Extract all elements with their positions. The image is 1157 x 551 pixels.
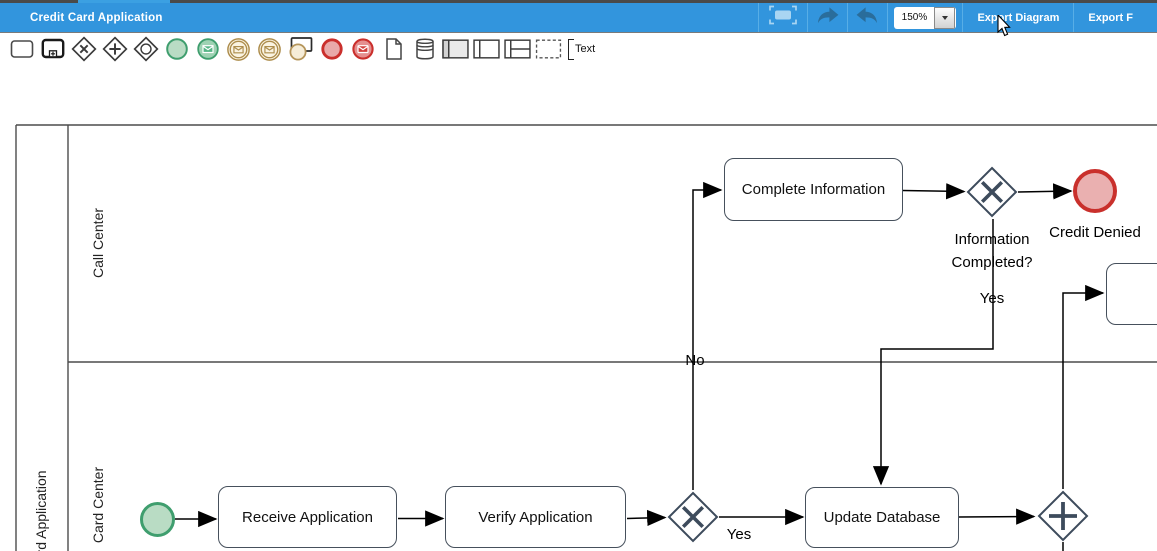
task-update-database[interactable]: Update Database: [805, 487, 959, 548]
collapsed-subprocess-icon[interactable]: [39, 36, 66, 63]
message-start-event-icon[interactable]: [194, 36, 221, 63]
zoom-value[interactable]: 150%: [901, 12, 928, 23]
group-icon[interactable]: [535, 36, 562, 63]
zoom-select[interactable]: 150%: [894, 6, 957, 29]
header-bar: Credit Card Application: [0, 3, 1157, 33]
gateway-label-line2: Completed?: [951, 254, 1033, 271]
lane-label-call-center[interactable]: Call Center: [90, 207, 106, 279]
shape-palette: Text: [0, 33, 1157, 65]
start-event-icon[interactable]: [163, 36, 190, 63]
fit-viewport-button[interactable]: [759, 3, 807, 32]
parallel-gateway[interactable]: [1037, 490, 1089, 547]
start-event[interactable]: [140, 502, 175, 537]
separator: [847, 3, 849, 32]
lane-label-card-center[interactable]: Card Center: [90, 466, 106, 544]
end-event-label: Credit Denied: [1049, 224, 1141, 241]
fit-viewport-icon: [768, 5, 798, 30]
task-icon[interactable]: [8, 36, 35, 63]
window-top-strip: [0, 0, 1157, 3]
task-complete-information[interactable]: Complete Information: [724, 158, 903, 221]
zoom-dropdown-button[interactable]: [934, 6, 956, 29]
pool-icon[interactable]: [473, 36, 500, 63]
redo-button[interactable]: [808, 3, 847, 32]
zoom-control: 150%: [888, 3, 962, 32]
parallel-gateway-icon[interactable]: [101, 36, 128, 63]
task-receive-application[interactable]: Receive Application: [218, 486, 397, 548]
diagram-title: Credit Card Application: [30, 11, 163, 24]
end-event-icon[interactable]: [318, 36, 345, 63]
exclusive-gateway-icon[interactable]: [70, 36, 97, 63]
separator: [758, 3, 760, 32]
separator: [962, 3, 964, 32]
chevron-down-icon: [941, 15, 948, 20]
end-event-credit-denied[interactable]: [1073, 169, 1117, 213]
flow-label-yes-top: Yes: [979, 290, 1005, 307]
message-boundary-event-icon[interactable]: [256, 36, 283, 63]
message-end-event-icon[interactable]: [349, 36, 376, 63]
separator: [1073, 3, 1075, 32]
exclusive-gateway-verify-result[interactable]: [667, 491, 719, 548]
task-verify-application[interactable]: Verify Application: [445, 486, 626, 548]
pool-with-lanes-icon[interactable]: [504, 36, 531, 63]
data-store-icon[interactable]: [411, 36, 438, 63]
export-file-button[interactable]: Export F: [1088, 11, 1133, 24]
gateway-label-line1: Information: [954, 231, 1030, 248]
event-based-gateway-icon[interactable]: [132, 36, 159, 63]
header-controls: 150% Export Diagram Export F: [758, 3, 1157, 32]
window-tab-indicator: [78, 0, 170, 3]
undo-button[interactable]: [848, 3, 887, 32]
flow-label-no: No: [685, 352, 705, 369]
pool-label[interactable]: Credit Card Application: [33, 470, 49, 551]
flow-label-yes-bottom: Yes: [726, 526, 752, 543]
text-annotation-icon[interactable]: Text: [566, 36, 597, 63]
task-clipped-right[interactable]: [1106, 263, 1157, 325]
annotation-bracket: [568, 38, 574, 60]
data-object-icon[interactable]: [380, 36, 407, 63]
export-diagram-button[interactable]: Export Diagram: [977, 11, 1060, 24]
message-catch-event-icon[interactable]: [225, 36, 252, 63]
event-on-task-icon[interactable]: [287, 36, 314, 63]
exclusive-gateway-information-completed[interactable]: [966, 166, 1018, 223]
undo-icon: [854, 6, 881, 30]
separator: [807, 3, 809, 32]
pool-with-label-icon[interactable]: [442, 36, 469, 63]
annotation-label: Text: [575, 43, 596, 55]
redo-icon: [814, 6, 841, 30]
separator: [887, 3, 889, 32]
